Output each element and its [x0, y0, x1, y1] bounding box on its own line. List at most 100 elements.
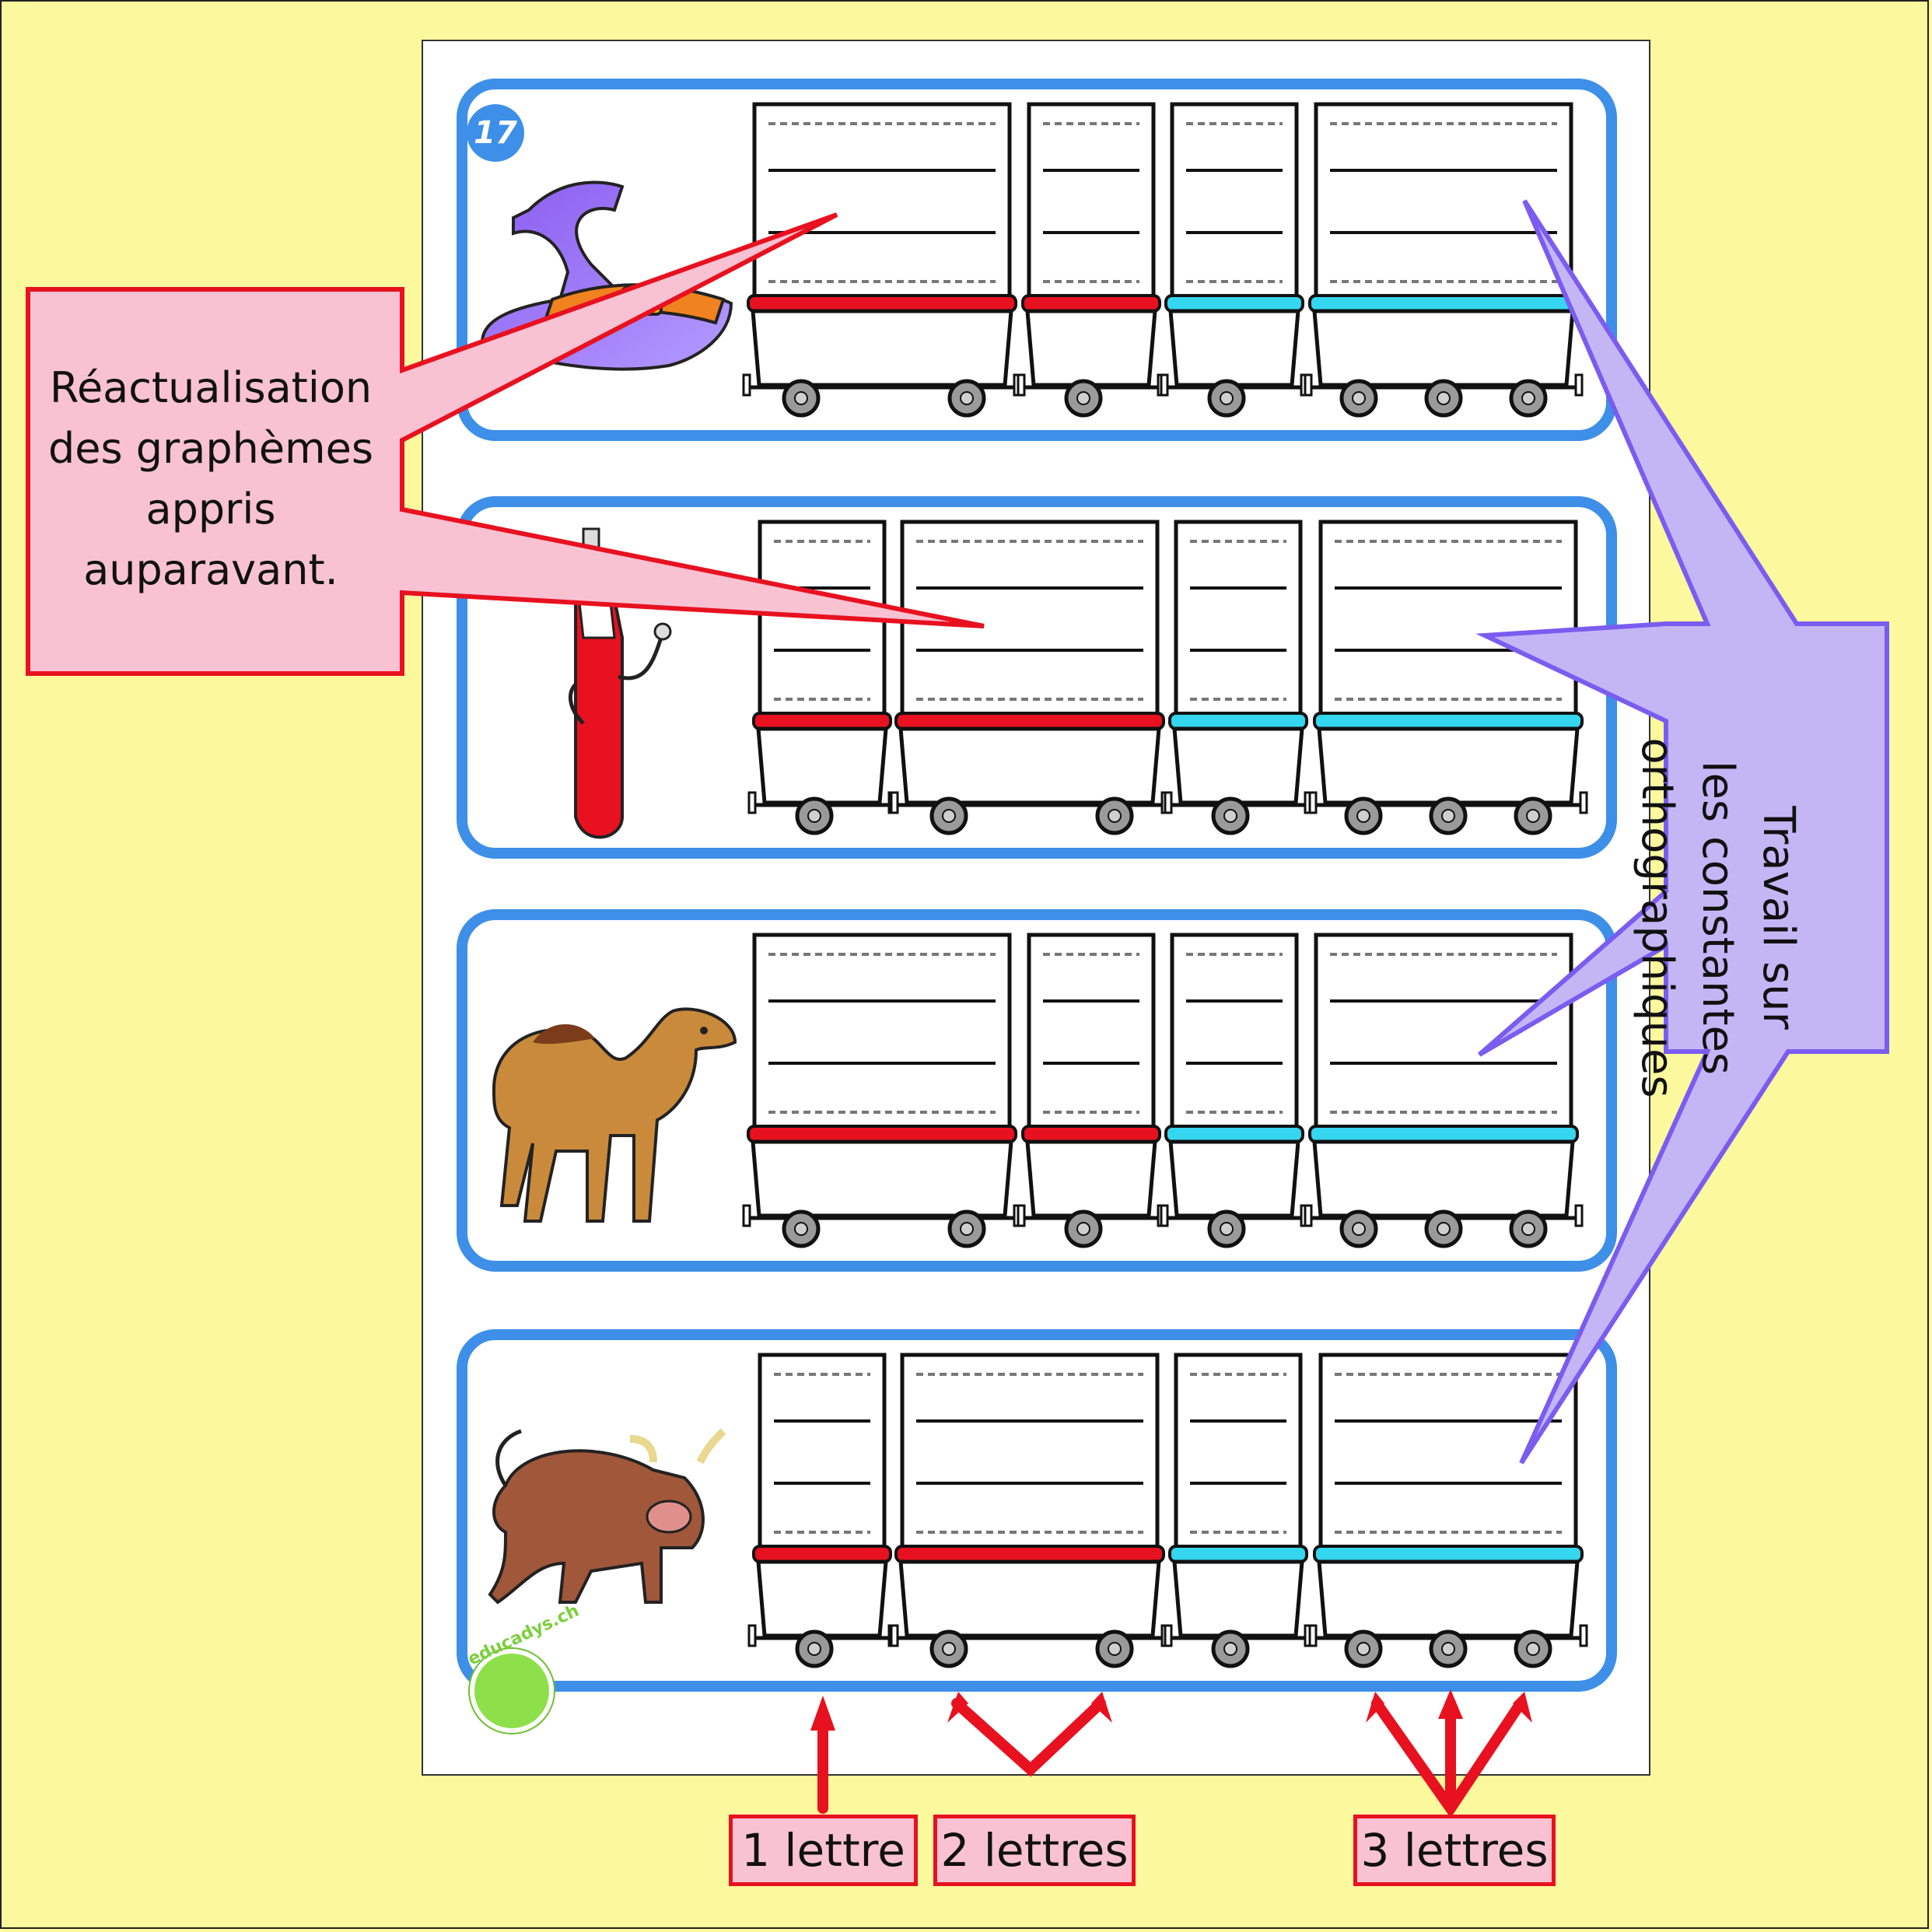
wagon-box [1318, 1353, 1578, 1552]
coupler [747, 791, 757, 814]
wheel-hub [1441, 1642, 1455, 1656]
coupler [1308, 1624, 1318, 1647]
wagon-box [1170, 933, 1299, 1132]
wheel-hub [807, 809, 821, 823]
wagon-bucket [1312, 309, 1575, 387]
coupler [1160, 1204, 1169, 1227]
callout-right-line-2: les constantes [1692, 760, 1743, 1076]
wheel-hub [1223, 809, 1237, 823]
coupler [890, 791, 899, 814]
coupler [1579, 1624, 1588, 1647]
coupler [1304, 1204, 1313, 1227]
wheel-hub [1108, 1642, 1122, 1656]
wagon-box [1027, 933, 1156, 1132]
wagon [742, 933, 1022, 1248]
wagon-bucket [1312, 1139, 1575, 1218]
wagon-bucket [1317, 1559, 1580, 1638]
wagon [1308, 1353, 1588, 1668]
wagon [1160, 102, 1309, 418]
coupler [747, 1624, 757, 1647]
wheel-hub [1220, 391, 1234, 405]
wheel-hub [1437, 391, 1451, 405]
wheel-hub [960, 391, 974, 405]
wagon [1304, 102, 1584, 418]
coupler [742, 1204, 751, 1227]
wheel-hub [794, 1222, 808, 1236]
wagon [1017, 933, 1166, 1248]
coupler [1160, 373, 1169, 397]
wagon-bucket [1168, 309, 1300, 387]
wheel-hub [794, 391, 808, 405]
wagon [1164, 1353, 1313, 1668]
wheel-hub [1521, 391, 1535, 405]
label-two-letters: 2 lettres [933, 1815, 1136, 1886]
wagon-box [1174, 520, 1303, 719]
wagon-bucket [898, 1559, 1161, 1638]
wheel-hub [1076, 391, 1090, 405]
wagon-bucket [1172, 726, 1304, 805]
coupler [1164, 791, 1173, 814]
label-three-letters: 3 lettres [1353, 1815, 1556, 1886]
wagon [890, 1353, 1170, 1668]
wagon [1164, 520, 1313, 835]
wagon-bucket [1317, 726, 1580, 805]
coupler [1017, 1204, 1026, 1227]
wheel-hub [1220, 1222, 1234, 1236]
wagon-box [900, 1353, 1160, 1552]
wheel-hub [1352, 391, 1366, 405]
wheel-hub [942, 809, 956, 823]
wagon-bucket [756, 1559, 888, 1638]
wagon-box [1318, 520, 1578, 719]
callout-left-line-3: appris [145, 485, 276, 534]
wagon-bucket [1025, 309, 1157, 387]
bull-icon [488, 1428, 726, 1605]
coupler [890, 1624, 899, 1647]
callout-right-line-1: Travail sur [1753, 806, 1804, 1030]
wheel-hub [1223, 1642, 1237, 1656]
callout-left-shape [26, 212, 985, 676]
coupler [742, 373, 751, 397]
wheel-hub [1352, 1222, 1366, 1236]
label-one-letter: 1 lettre [729, 1815, 918, 1886]
wagon [742, 102, 1022, 418]
wheel-hub [1437, 1222, 1451, 1236]
callout-left-line-4: auparavant. [83, 545, 338, 594]
callout-left-line-1: Réactualisation [49, 363, 373, 412]
card-number-badge: 17 [467, 104, 524, 162]
wagon-bucket [751, 309, 1013, 387]
wheel-hub [1108, 809, 1122, 823]
camel-icon [492, 1007, 737, 1223]
wheel-hub [1356, 1642, 1370, 1656]
wagon-box [1170, 102, 1299, 301]
educadys-logo [470, 1649, 554, 1733]
arrows-group [817, 1698, 1526, 1818]
wheel-hub [942, 1642, 956, 1656]
wagon-box [752, 102, 1012, 301]
wheel-hub [1526, 1642, 1540, 1656]
wagon-box [1314, 102, 1573, 301]
coupler [1304, 373, 1313, 397]
wagon-bucket [751, 1139, 1013, 1218]
callout-right-line-3: orthographiques [1632, 737, 1682, 1098]
coupler [1574, 1204, 1584, 1227]
wagon-box [752, 933, 1012, 1132]
wagon [1308, 520, 1588, 835]
wagon [1160, 933, 1309, 1248]
wheel-hub [1356, 809, 1370, 823]
callout-right-shape [1475, 199, 1889, 1465]
callout-left-text: Réactualisation des graphèmes appris aup… [28, 358, 394, 600]
wagon-bucket [1168, 1139, 1300, 1218]
coupler [1164, 1624, 1173, 1647]
wagon [1017, 102, 1166, 418]
wagon-bucket [1172, 1559, 1304, 1638]
coupler [1574, 373, 1584, 397]
wagon-bucket [1025, 1139, 1157, 1218]
callout-right-text: Travail sur les constantes orthographiqu… [1606, 677, 1808, 1159]
coupler [1579, 791, 1588, 814]
wagon-box [758, 1353, 887, 1552]
wagon-bucket [756, 726, 888, 805]
